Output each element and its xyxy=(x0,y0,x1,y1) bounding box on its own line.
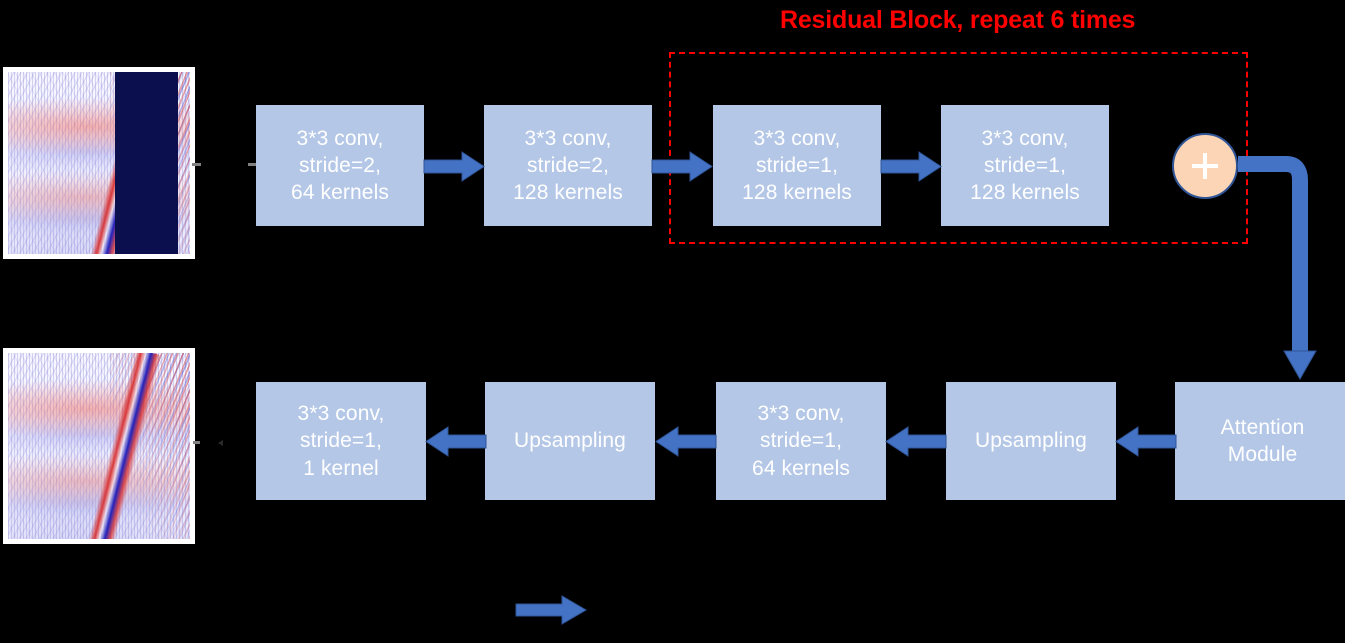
block-conv1[interactable]: 3*3 conv, stride=2, 64 kernels xyxy=(256,105,424,226)
block-attention-module[interactable]: Attention Module xyxy=(1175,382,1345,500)
block-upsample1[interactable]: Upsampling xyxy=(485,382,655,500)
output-connector-fragment xyxy=(193,441,200,444)
residual-sum-node[interactable] xyxy=(1172,133,1238,199)
block-upsample2[interactable]: Upsampling xyxy=(946,382,1116,500)
block-conv6[interactable]: 3*3 conv, stride=1, 1 kernel xyxy=(256,382,426,500)
input-seismic-canvas xyxy=(8,72,190,254)
block-conv5[interactable]: 3*3 conv, stride=1, 64 kernels xyxy=(716,382,886,500)
output-seismic-image xyxy=(3,348,195,544)
input-seismic-image xyxy=(3,67,195,259)
arrow-conv3-to-conv4 xyxy=(880,150,943,183)
arrow-conv1-to-conv2 xyxy=(423,150,486,183)
arrow-upsample2-to-conv5 xyxy=(884,425,947,458)
plus-icon xyxy=(1192,153,1218,179)
input-connector-fragment-left xyxy=(192,163,201,166)
block-conv2[interactable]: 3*3 conv, stride=2, 128 kernels xyxy=(484,105,652,226)
arrow-to-output-image xyxy=(214,434,230,452)
arrow-conv5-to-upsample1 xyxy=(654,425,717,458)
output-seismic-canvas xyxy=(8,353,190,539)
residual-block-frame xyxy=(669,52,1248,244)
arrow-upsample1-to-conv6 xyxy=(424,425,487,458)
block-conv3[interactable]: 3*3 conv, stride=1, 128 kernels xyxy=(713,105,881,226)
arrow-attention-to-upsample2 xyxy=(1114,425,1177,458)
input-connector-fragment-right xyxy=(248,163,256,166)
block-conv4[interactable]: 3*3 conv, stride=1, 128 kernels xyxy=(941,105,1109,226)
input-missing-traces-gap xyxy=(115,72,178,254)
arrow-conv2-to-conv3 xyxy=(651,150,714,183)
legend-flow-arrow xyxy=(515,594,588,626)
residual-block-title: Residual Block, repeat 6 times xyxy=(780,6,1136,34)
connector-sum-to-attention xyxy=(1238,148,1328,388)
